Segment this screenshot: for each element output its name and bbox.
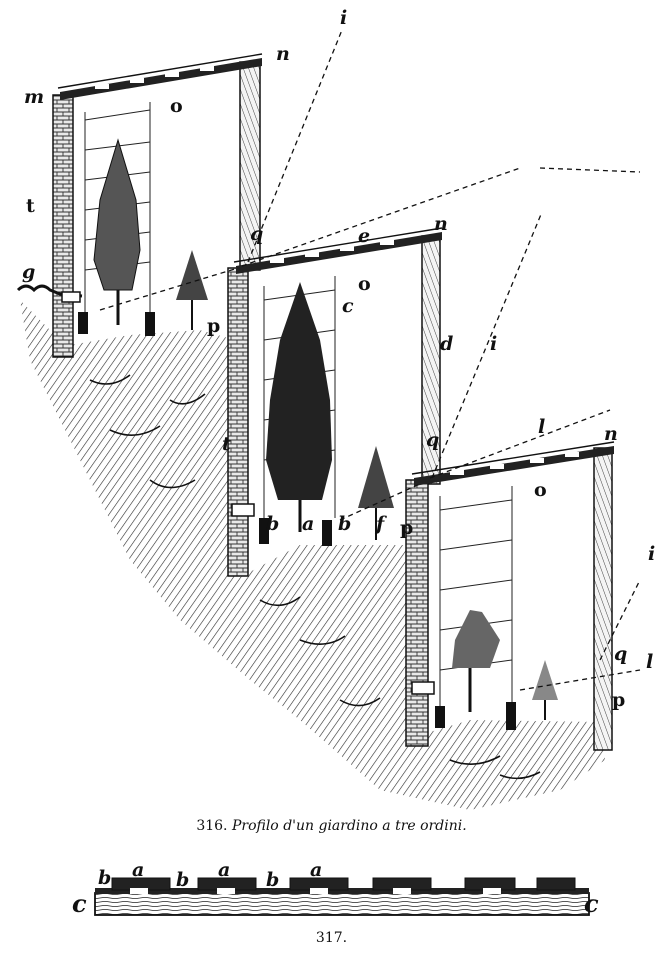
tier1-roof <box>60 58 262 100</box>
label-q: q <box>614 643 627 665</box>
tier3-trellis <box>439 486 513 710</box>
figure317-caption: 317. <box>0 930 663 946</box>
label-o: o <box>358 273 371 295</box>
label-l: l <box>538 416 545 438</box>
hillside-ground <box>20 300 605 810</box>
tier3-roof <box>414 446 614 486</box>
label-g: g <box>22 261 35 283</box>
label-l: l <box>646 651 653 673</box>
label-n: n <box>276 43 290 65</box>
label-n: n <box>604 423 618 445</box>
tier-1 <box>16 53 263 358</box>
label-t: t <box>26 195 35 217</box>
label-n: n <box>434 213 448 235</box>
tier1-espalier-tree <box>93 138 141 291</box>
label-b: b <box>266 513 279 535</box>
label-q: q <box>426 429 439 451</box>
label-a: a <box>218 859 230 881</box>
tier1-small-tree <box>176 250 208 300</box>
figure317-base-board <box>94 892 590 916</box>
label-o: o <box>534 479 547 501</box>
figure316-caption: 316. Profilo d'un giardino a tre ordini. <box>0 818 663 834</box>
tier2-roof <box>236 232 442 274</box>
tier2-small-tree <box>358 446 394 508</box>
tier-3 <box>405 441 615 751</box>
figure316-labels: m n i o t g q p e n o c d i t q l n b a … <box>22 7 655 711</box>
label-a: a <box>302 513 314 535</box>
label-o: o <box>170 95 183 117</box>
figure317-section <box>94 877 590 916</box>
figure316-number: 316. <box>196 818 228 834</box>
label-c: c <box>72 889 87 918</box>
label-i: i <box>490 333 497 355</box>
label-p: p <box>400 517 413 539</box>
label-c: c <box>342 295 354 317</box>
tier-2 <box>227 227 443 577</box>
label-m: m <box>24 86 44 108</box>
label-a: a <box>132 859 144 881</box>
figure317-labels: b a b a b a c c <box>72 859 599 918</box>
tier3-small-tree <box>532 660 558 700</box>
label-p: p <box>207 315 220 337</box>
label-i: i <box>648 543 655 565</box>
label-b: b <box>98 867 111 889</box>
label-b: b <box>176 869 189 891</box>
sight-lines <box>99 29 641 691</box>
label-a: a <box>310 859 322 881</box>
label-b: b <box>266 869 279 891</box>
tier1-drain-pipe <box>16 284 83 298</box>
label-d: d <box>440 333 453 355</box>
tier2-back-wall <box>227 267 249 577</box>
figure317-number: 317. <box>315 930 348 946</box>
label-q: q <box>250 223 263 245</box>
tier3-bare-tree <box>452 610 500 668</box>
label-f: f <box>374 513 387 535</box>
label-e: e <box>358 225 370 247</box>
hillside-texture <box>89 374 541 780</box>
label-c: c <box>584 889 599 918</box>
label-t: t <box>222 433 231 455</box>
tier2-fir-tree <box>266 282 332 500</box>
figure317-blocks <box>111 877 576 891</box>
label-i: i <box>340 7 347 29</box>
figure316-title: Profilo d'un giardino a tre ordini. <box>231 818 467 834</box>
tier3-front-post <box>593 447 613 751</box>
tier1-back-wall <box>52 94 74 358</box>
label-p: p <box>612 689 625 711</box>
label-b: b <box>338 513 351 535</box>
